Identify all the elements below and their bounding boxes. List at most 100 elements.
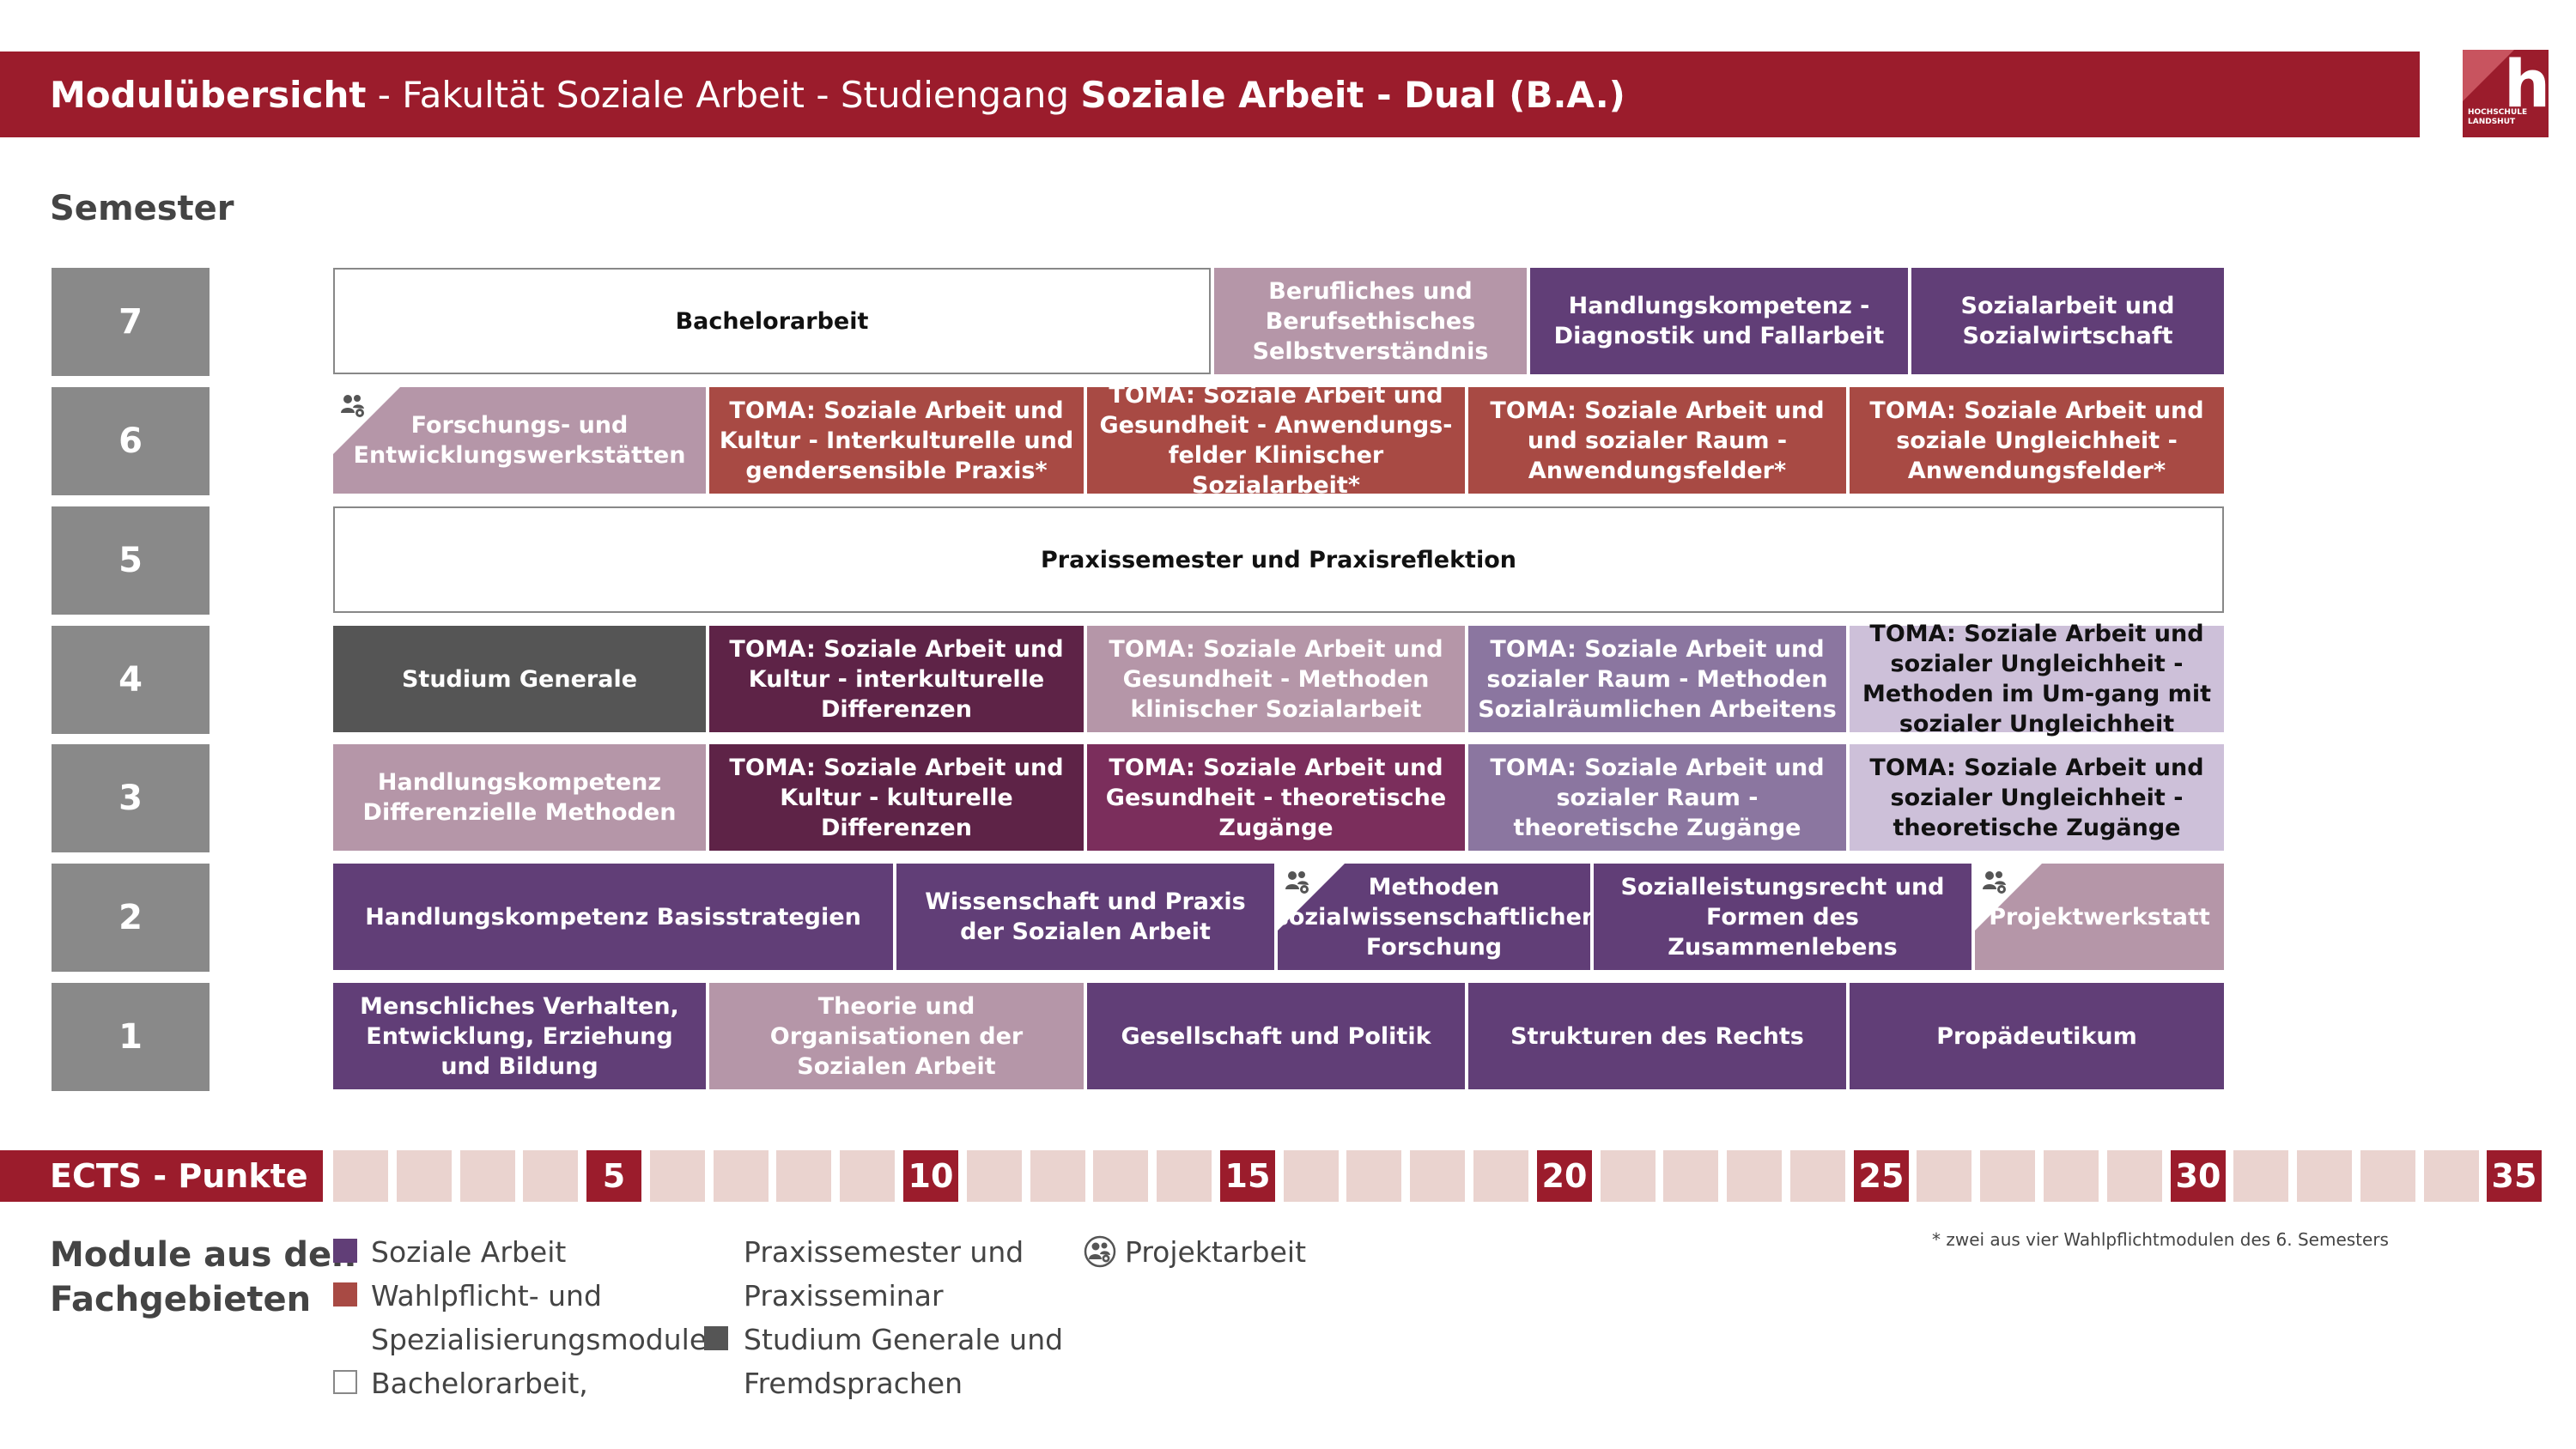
ects-cell bbox=[2233, 1150, 2288, 1202]
ects-mark-35: 35 bbox=[2487, 1150, 2542, 1202]
module-sozialwirtschaft: Sozialarbeit und Sozialwirtschaft bbox=[1911, 268, 2224, 374]
semester-4: 4 bbox=[52, 626, 210, 734]
module-basisstrategien: Handlungskompetenz Basisstrategien bbox=[333, 864, 893, 970]
module-praxissemester: Praxissemester und Praxisreflektion bbox=[333, 506, 2224, 613]
legend-soziale-arbeit: Soziale Arbeit bbox=[371, 1235, 567, 1269]
module-toma-gesundheit-theorie: TOMA: Soziale Arbeit und Gesundheit - th… bbox=[1087, 744, 1465, 851]
ects-mark-25: 25 bbox=[1854, 1150, 1909, 1202]
module-gesellschaft-politik: Gesellschaft und Politik bbox=[1087, 983, 1465, 1089]
legend-wahlpflicht-line2: Spezialisierungsmodule bbox=[371, 1323, 708, 1356]
ects-cell bbox=[523, 1150, 578, 1202]
module-toma-kultur-kulturelle: TOMA: Soziale Arbeit und Kultur - kultur… bbox=[709, 744, 1084, 851]
module-toma-ungleichheit-theorie: TOMA: Soziale Arbeit und sozialer Unglei… bbox=[1850, 744, 2224, 851]
module-propaedeutikum: Propädeutikum bbox=[1850, 983, 2224, 1089]
ects-cell bbox=[2424, 1150, 2479, 1202]
module-studium-generale: Studium Generale bbox=[333, 626, 706, 732]
project-group-icon bbox=[1285, 871, 1309, 894]
legend-title-line2: Fachgebieten bbox=[50, 1280, 312, 1319]
semester-2: 2 bbox=[52, 864, 210, 972]
semester-5: 5 bbox=[52, 506, 210, 615]
module-toma-raum-methoden: TOMA: Soziale Arbeit und sozialer Raum -… bbox=[1468, 626, 1846, 732]
module-menschliches-verhalten: Menschliches Verhalten, Entwicklung, Erz… bbox=[333, 983, 706, 1089]
module-toma-ungleichheit-methoden: TOMA: Soziale Arbeit und sozialer Unglei… bbox=[1850, 621, 2224, 737]
ects-cell bbox=[967, 1150, 1022, 1202]
semester-7: 7 bbox=[52, 268, 210, 376]
module-toma-ungleichheit-anwendung: TOMA: Soziale Arbeit und soziale Ungleic… bbox=[1850, 387, 2224, 494]
ects-mark-15: 15 bbox=[1220, 1150, 1275, 1202]
ects-cell bbox=[840, 1150, 895, 1202]
footnote: * zwei aus vier Wahlpflichtmodulen des 6… bbox=[1932, 1229, 2389, 1250]
module-forschungswerkstaetten-label: Forschungs- und Entwicklungswerkstätten bbox=[353, 412, 686, 469]
module-projektwerkstatt: Projektwerkstatt bbox=[1975, 864, 2224, 970]
module-toma-raum-theorie: TOMA: Soziale Arbeit und sozialer Raum -… bbox=[1468, 744, 1846, 851]
module-berufliches-selbstverstaendnis: Berufliches und Berufsethisches Selbstve… bbox=[1214, 268, 1527, 374]
module-toma-raum-anwendung: TOMA: Soziale Arbeit und und sozialer Ra… bbox=[1468, 387, 1846, 494]
ects-cell bbox=[1980, 1150, 2035, 1202]
ects-cell bbox=[776, 1150, 831, 1202]
legend-studium-line2: Fremdsprachen bbox=[744, 1367, 963, 1400]
legend-praxis: Praxissemester und Praxisseminar bbox=[744, 1230, 1024, 1318]
ects-cell bbox=[1663, 1150, 1718, 1202]
module-diagnostik-fallarbeit: Handlungskompetenz - Diagnostik und Fall… bbox=[1530, 268, 1908, 374]
ects-cell bbox=[1346, 1150, 1401, 1202]
legend-projektarbeit: Projektarbeit bbox=[1125, 1235, 1307, 1269]
ects-cell bbox=[2044, 1150, 2099, 1202]
ects-label: ECTS - Punkte bbox=[0, 1150, 323, 1202]
module-differenzielle-methoden: Handlungskompetenz Differenzielle Method… bbox=[333, 744, 706, 851]
legend-praxis-line1: Praxissemester und bbox=[744, 1235, 1024, 1269]
ects-mark-20: 20 bbox=[1537, 1150, 1592, 1202]
logo-line1: HOCHSCHULE bbox=[2468, 108, 2528, 117]
legend-swatch-wahlpflicht bbox=[333, 1282, 357, 1307]
ects-cell bbox=[397, 1150, 452, 1202]
ects-cell bbox=[2297, 1150, 2352, 1202]
ects-cell bbox=[1790, 1150, 1845, 1202]
project-group-icon bbox=[341, 395, 364, 417]
semester-heading: Semester bbox=[50, 189, 234, 228]
module-toma-gesundheit-anwendung: TOMA: Soziale Arbeit und Gesundheit - An… bbox=[1087, 382, 1465, 499]
logo-line2: LANDSHUT bbox=[2468, 118, 2516, 126]
ects-cell bbox=[2360, 1150, 2415, 1202]
ects-cell bbox=[1727, 1150, 1782, 1202]
ects-cell bbox=[650, 1150, 705, 1202]
module-strukturen-rechts: Strukturen des Rechts bbox=[1468, 983, 1846, 1089]
legend-wahlpflicht: Wahlpflicht- und Spezialisierungsmodule bbox=[371, 1274, 707, 1361]
header-title-program: Soziale Arbeit - Dual (B.A.) bbox=[1080, 73, 1625, 116]
logo-mark: h bbox=[2504, 50, 2549, 122]
module-toma-kultur-differenzen: TOMA: Soziale Arbeit und Kultur - interk… bbox=[709, 626, 1084, 732]
module-toma-gesundheit-methoden: TOMA: Soziale Arbeit und Gesundheit - Me… bbox=[1087, 626, 1465, 732]
semester-6: 6 bbox=[52, 387, 210, 495]
ects-cell bbox=[1157, 1150, 1212, 1202]
header-title-bold: Modulübersicht bbox=[50, 73, 367, 116]
module-forschungsmethoden: Methoden sozialwissenschaftlicher Forsch… bbox=[1275, 864, 1593, 970]
ects-cell bbox=[2107, 1150, 2162, 1202]
ects-cell bbox=[1410, 1150, 1465, 1202]
module-wissenschaft-praxis: Wissenschaft und Praxis der Sozialen Arb… bbox=[896, 864, 1274, 970]
module-toma-kultur-praxis: TOMA: Soziale Arbeit und Kultur - Interk… bbox=[709, 387, 1084, 494]
ects-cell bbox=[1601, 1150, 1656, 1202]
ects-cell bbox=[1093, 1150, 1148, 1202]
legend-wahlpflicht-line1: Wahlpflicht- und bbox=[371, 1279, 602, 1313]
legend-swatch-bachelor bbox=[333, 1370, 357, 1394]
ects-cell bbox=[460, 1150, 515, 1202]
legend-studium-generale: Studium Generale und Fremdsprachen bbox=[744, 1318, 1063, 1405]
ects-cell bbox=[1917, 1150, 1971, 1202]
semester-1: 1 bbox=[52, 983, 210, 1091]
ects-cell bbox=[1284, 1150, 1339, 1202]
ects-cell bbox=[333, 1150, 388, 1202]
legend-title-line1: Module aus den bbox=[50, 1235, 356, 1275]
legend-swatch-soziale-arbeit bbox=[333, 1239, 357, 1263]
ects-cell bbox=[1473, 1150, 1528, 1202]
ects-mark-10: 10 bbox=[903, 1150, 958, 1202]
module-bachelorarbeit: Bachelorarbeit bbox=[333, 268, 1211, 374]
legend-bachelor: Bachelorarbeit, bbox=[371, 1367, 588, 1400]
page-header: Modulübersicht - Fakultät Soziale Arbeit… bbox=[0, 52, 2420, 137]
module-theorie-organisationen: Theorie und Organisationen der Sozialen … bbox=[709, 983, 1084, 1089]
legend-swatch-studium-generale bbox=[704, 1326, 728, 1350]
legend-project-icon bbox=[1084, 1235, 1116, 1268]
module-forschungswerkstaetten: Forschungs- und Entwicklungswerkstätten bbox=[333, 387, 706, 494]
ects-cell bbox=[1030, 1150, 1085, 1202]
ects-cell bbox=[714, 1150, 769, 1202]
legend-title: Module aus den Fachgebieten bbox=[50, 1233, 356, 1322]
legend-praxis-line2: Praxisseminar bbox=[744, 1279, 944, 1313]
